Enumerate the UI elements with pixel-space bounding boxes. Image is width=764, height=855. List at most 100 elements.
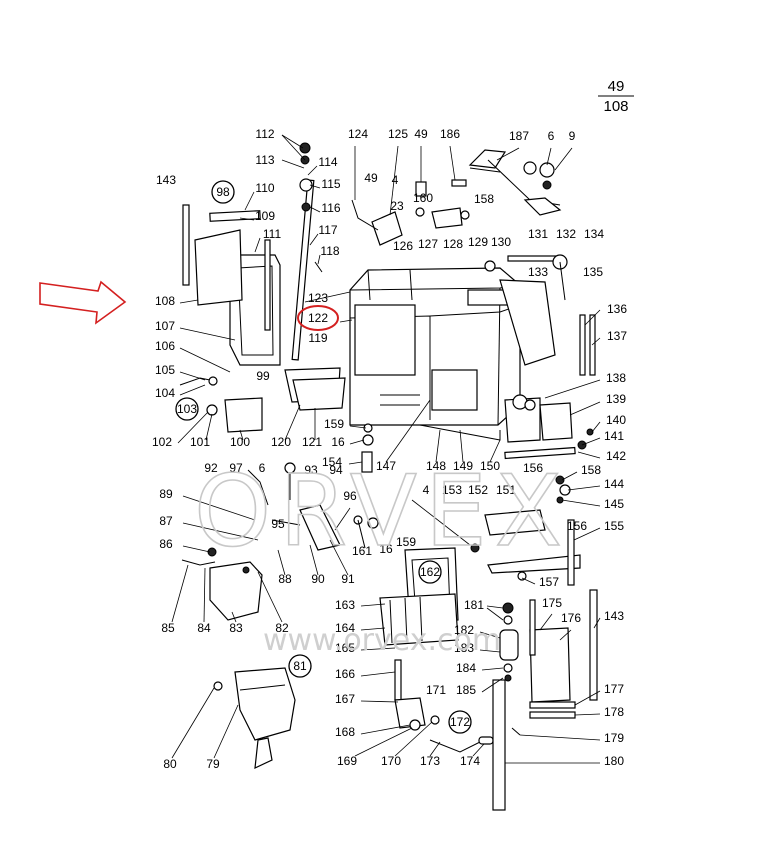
- part-callout: 90: [311, 572, 325, 586]
- highlighted-part-callout[interactable]: 122: [308, 311, 328, 325]
- part-callout: 102: [152, 435, 172, 449]
- part-callout: 159: [396, 535, 416, 549]
- part-callout: 6: [548, 129, 555, 143]
- part-callout: 9: [569, 129, 576, 143]
- part-callout: 101: [190, 435, 210, 449]
- part-callout: 97: [229, 461, 243, 475]
- part-callout: 160: [413, 191, 433, 205]
- part-callout: 120: [271, 435, 291, 449]
- part-callout: 174: [460, 754, 480, 768]
- part-callout: 94: [329, 463, 343, 477]
- part-callout: 143: [604, 609, 624, 623]
- circled-ref-ring: [211, 180, 235, 204]
- part-callout: 140: [606, 413, 626, 427]
- part-callout: 115: [321, 177, 340, 191]
- part-callout: 187: [509, 129, 529, 143]
- part-callout: 106: [155, 339, 175, 353]
- part-callout: 165: [335, 641, 355, 655]
- part-callout: 104: [155, 386, 175, 400]
- part-callout: 83: [229, 621, 243, 635]
- part-callout: 86: [159, 537, 173, 551]
- part-callout: 137: [607, 329, 627, 343]
- part-callout: 119: [308, 331, 327, 345]
- part-callout: 6: [259, 461, 266, 475]
- circled-ref: 81: [293, 659, 307, 673]
- leader-lines: [171, 134, 601, 764]
- part-callout: 129: [468, 235, 488, 249]
- part-callout: 116: [321, 201, 340, 215]
- part-callout: 88: [278, 572, 292, 586]
- part-callout: 16: [331, 435, 345, 449]
- part-callout: 156: [523, 461, 543, 475]
- part-callout: 138: [606, 371, 626, 385]
- part-callout: 111: [263, 227, 282, 241]
- part-callout: 123: [308, 291, 328, 305]
- part-callout: 112: [255, 127, 274, 141]
- part-callout: 118: [320, 244, 339, 258]
- part-callout: 49: [364, 171, 378, 185]
- part-callout: 117: [318, 223, 337, 237]
- part-callout: 159: [324, 417, 344, 431]
- part-callout: 85: [161, 621, 175, 635]
- part-callout: 136: [607, 302, 627, 316]
- part-callout: 105: [155, 363, 175, 377]
- part-callout: 126: [393, 239, 413, 253]
- part-callout: 144: [604, 477, 624, 491]
- part-callout: 177: [604, 682, 624, 696]
- watermark-logo: ORVEX: [194, 455, 570, 569]
- part-callout: 108: [155, 294, 175, 308]
- part-callout: 132: [556, 227, 576, 241]
- part-callout: 173: [420, 754, 440, 768]
- part-callout: 170: [381, 754, 401, 768]
- part-callout: 110: [255, 181, 274, 195]
- part-callout: 148: [426, 459, 446, 473]
- part-callout: 156: [567, 519, 587, 533]
- highlight-ring: [297, 305, 339, 331]
- part-callout: 134: [584, 227, 604, 241]
- part-callout: 23: [390, 199, 404, 213]
- part-callout: 113: [255, 153, 274, 167]
- part-callout: 176: [561, 611, 581, 625]
- part-callout: 183: [454, 641, 474, 655]
- part-callout: 84: [197, 621, 211, 635]
- part-callout: 121: [302, 435, 322, 449]
- page-number-bottom: 108: [603, 98, 628, 115]
- cab-frame: [349, 267, 521, 441]
- part-callout: 93: [304, 463, 318, 477]
- page-number-top: 49: [608, 78, 625, 95]
- part-callout: 135: [583, 265, 603, 279]
- circled-ref-ring: [418, 560, 442, 584]
- part-callout: 99: [256, 369, 270, 383]
- part-callout: 180: [604, 754, 624, 768]
- part-callout: 89: [159, 487, 173, 501]
- part-callout: 131: [528, 227, 548, 241]
- part-callout: 158: [474, 192, 494, 206]
- part-callout: 141: [604, 429, 624, 443]
- part-callout: 107: [155, 319, 175, 333]
- part-callout: 166: [335, 667, 355, 681]
- part-callout: 130: [491, 235, 511, 249]
- part-callout: 164: [335, 621, 355, 635]
- part-callout: 185: [456, 683, 476, 697]
- part-callout: 4: [423, 483, 430, 497]
- part-callout: 179: [604, 731, 624, 745]
- part-callout: 80: [163, 757, 177, 771]
- part-callout: 49: [414, 127, 428, 141]
- circled-ref-ring: [175, 397, 199, 421]
- part-callout: 186: [440, 127, 460, 141]
- part-callout: 109: [255, 209, 275, 223]
- part-callout: 169: [337, 754, 357, 768]
- part-callout: 147: [376, 459, 396, 473]
- part-callout: 161: [352, 544, 372, 558]
- part-callout: 96: [343, 489, 357, 503]
- circled-ref: 162: [420, 565, 440, 579]
- part-callout: 167: [335, 692, 355, 706]
- part-callout: 143: [156, 173, 176, 187]
- part-callout: 92: [204, 461, 218, 475]
- part-callout: 128: [443, 237, 463, 251]
- part-callout: 100: [230, 435, 250, 449]
- part-callout: 133: [528, 265, 548, 279]
